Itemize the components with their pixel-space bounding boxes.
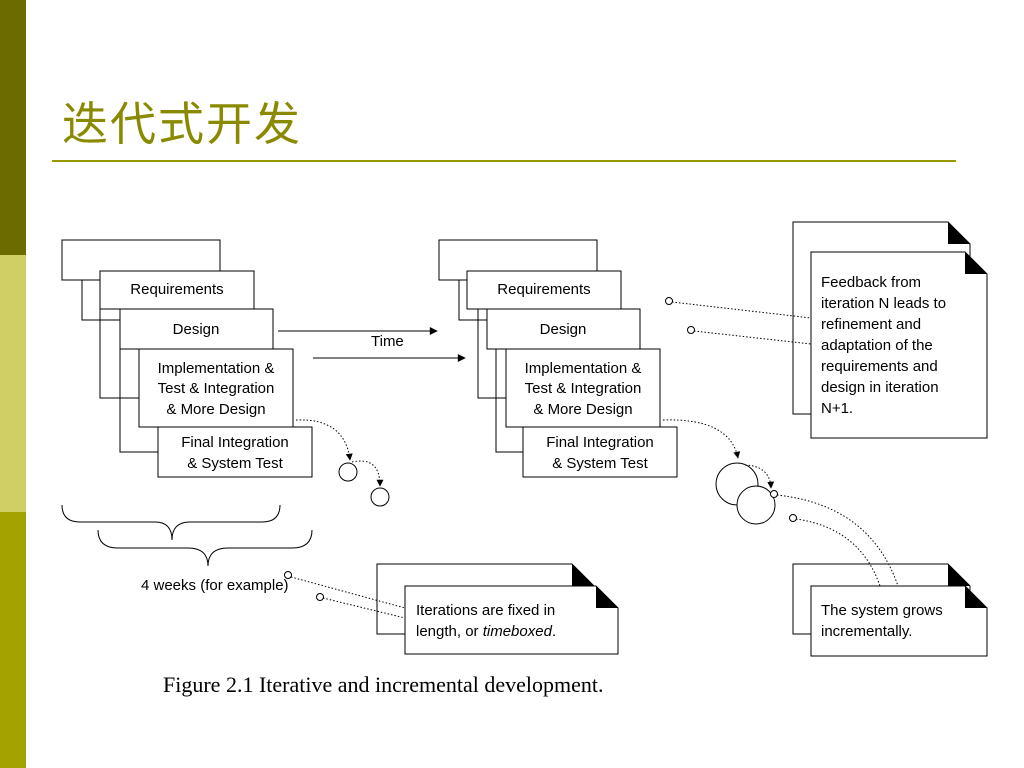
feedback-line: N+1. (821, 400, 853, 417)
label-final-integration: Final Integration (546, 434, 654, 451)
note-fold (948, 564, 970, 586)
stack-edge (477, 309, 506, 399)
phase-box-design (119, 308, 274, 350)
dotted-connector (671, 301, 812, 319)
timebox-text-part: length, or (416, 623, 483, 640)
phase-box-final (157, 426, 313, 478)
label-final-integration: Final Integration (181, 434, 289, 451)
phase-box-final (522, 426, 678, 478)
stack-edge (81, 280, 120, 321)
dotted-arrow (351, 460, 384, 487)
dotted-connector (693, 330, 812, 345)
label-implementation: Implementation & (158, 360, 275, 377)
grows-text: The system grows (821, 602, 943, 619)
stack-edge (99, 309, 139, 399)
figure-caption: Figure 2.1 Iterative and incremental dev… (163, 672, 604, 697)
stack-edge (495, 349, 523, 453)
connector-dot (789, 514, 797, 522)
note-feedback (792, 221, 988, 439)
connector-dot (284, 571, 292, 579)
note-fold (948, 222, 970, 244)
feedback-line: iteration N leads to (821, 295, 946, 312)
connector-dot (316, 593, 324, 601)
dotted-connector (776, 494, 899, 587)
note-fold (596, 586, 618, 608)
note-fold (965, 586, 987, 608)
label-design: Design (173, 321, 220, 338)
feedback-line: adaptation of the (821, 337, 933, 354)
label-implementation: Test & Integration (158, 380, 275, 397)
time-label: Time (371, 333, 404, 350)
sidebar-band-light (0, 255, 26, 512)
note-fold (965, 252, 987, 274)
weeks-label: 4 weeks (for example) (141, 577, 289, 594)
timebox-brace (97, 529, 313, 567)
iteration-stack-left (61, 239, 313, 478)
dotted-connector (322, 597, 406, 619)
connector-dot (770, 490, 778, 498)
title-rule (52, 160, 956, 162)
dotted-arrow (295, 419, 353, 461)
timebox-text: Iterations are fixed in (416, 602, 555, 619)
label-implementation: & More Design (166, 401, 265, 418)
phase-box-design (486, 308, 641, 350)
connector-dot (687, 326, 695, 334)
feedback-line: requirements and (821, 358, 938, 375)
feedback-line: Feedback from (821, 274, 921, 291)
note-grows (792, 563, 988, 657)
label-implementation: Test & Integration (525, 380, 642, 397)
label-implementation: & More Design (533, 401, 632, 418)
label-implementation: Implementation & (525, 360, 642, 377)
dotted-connector (290, 576, 406, 609)
timebox-text-part: . (552, 623, 556, 640)
feedback-line: design in iteration (821, 379, 939, 396)
feedback-line: refinement and (821, 316, 921, 333)
iteration-stack-right (438, 239, 678, 478)
label-final-integration: & System Test (187, 455, 283, 472)
timebox-text: length, or timeboxed. (416, 623, 556, 640)
output-circle (370, 487, 390, 507)
note-front (810, 585, 988, 657)
sidebar-band-mid (0, 512, 26, 768)
note-fold (572, 564, 594, 586)
phase-box-requirements (99, 270, 255, 310)
grows-text: incrementally. (821, 623, 912, 640)
label-design: Design (540, 321, 587, 338)
output-circle (338, 462, 358, 482)
dotted-arrow (662, 419, 741, 459)
sidebar-band-dark (0, 0, 26, 255)
system-circle (736, 485, 776, 525)
timebox-text-emphasis: timeboxed (483, 623, 553, 640)
phase-box-requirements (466, 270, 622, 310)
feedback-text: Feedback from iteration N leads to refin… (821, 274, 950, 417)
note-front (810, 251, 988, 439)
timebox-brace (61, 504, 281, 541)
connector-dot (665, 297, 673, 305)
label-requirements: Requirements (130, 281, 223, 298)
stack-edge (119, 349, 158, 453)
sidebar-decoration (0, 0, 26, 768)
dotted-arrow (744, 464, 775, 489)
phase-box-implementation (505, 348, 661, 428)
label-requirements: Requirements (497, 281, 590, 298)
label-final-integration: & System Test (552, 455, 648, 472)
phase-box-implementation (138, 348, 294, 428)
slide-title: 迭代式开发 (62, 97, 302, 151)
note-front (404, 585, 619, 655)
note-timebox (376, 563, 619, 655)
